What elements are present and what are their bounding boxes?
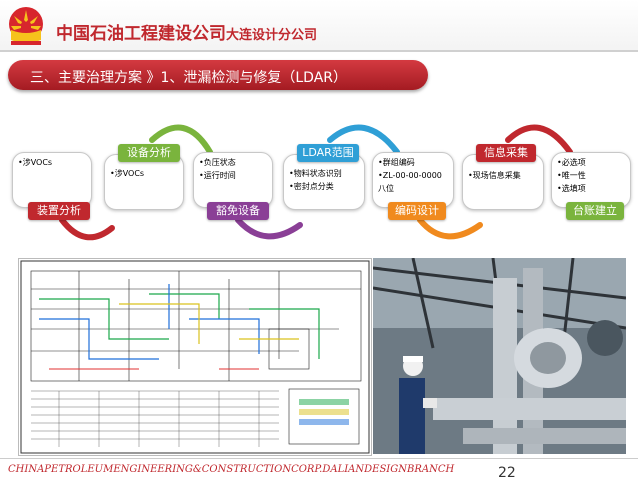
step-tag-3: 豁免设备: [207, 202, 269, 220]
step-tag-5: 编码设计: [388, 202, 446, 220]
company-name: 中国石油工程建设公司大连设计分公司: [56, 19, 317, 44]
header: 中国石油工程建设公司大连设计分公司: [0, 0, 638, 52]
ldar-process-flow: •涉VOCs 装置分析 •涉VOCs 设备分析 •负压状态 •运行时间 豁免设备…: [0, 110, 638, 260]
step-3-item-2: •运行时间: [199, 171, 236, 180]
step-2-item: •涉VOCs: [110, 169, 145, 178]
page-number: 22: [498, 465, 516, 481]
branch-name: 大连设计分公司: [226, 28, 318, 43]
step-box-5: •群组编码 •ZL-00-00-0000八位: [372, 152, 454, 208]
industrial-pipes-photo-icon: [373, 258, 626, 454]
step-4-item-2: •密封点分类: [289, 182, 334, 191]
arc-3: [235, 217, 303, 240]
footer-divider: [0, 458, 638, 459]
step-box-3: •负压状态 •运行时间: [193, 152, 273, 208]
step-box-7: •必选项 •唯一性 •选填项: [551, 152, 631, 208]
step-tag-6: 信息采集: [476, 144, 536, 162]
slide-title: 三、主要治理方案 》1、泄漏检测与修复（LDAR）: [30, 70, 347, 86]
flow-arcs: [59, 124, 573, 241]
header-divider: [0, 50, 638, 52]
arc-1: [59, 217, 115, 241]
step-box-6: •现场信息采集: [462, 154, 544, 210]
pid-drawing-image: [18, 258, 372, 456]
arc-5: [417, 217, 483, 240]
step-box-4: •物料状态识别 •密封点分类: [283, 154, 365, 210]
step-5-item-2: •ZL-00-00-0000八位: [378, 171, 442, 193]
step-tag-2: 设备分析: [118, 144, 180, 162]
step-tag-1: 装置分析: [28, 202, 90, 220]
step-7-item-3: •选填项: [557, 184, 586, 193]
step-1-item: •涉VOCs: [18, 158, 53, 167]
step-box-2: •涉VOCs: [104, 154, 184, 210]
arc-6: [505, 124, 573, 155]
step-tag-7: 台账建立: [566, 202, 624, 220]
step-4-item-1: •物料状态识别: [289, 169, 342, 178]
arc-4: [327, 124, 400, 155]
arc-2: [149, 124, 213, 155]
step-box-1: •涉VOCs: [12, 152, 92, 208]
step-tag-4: LDAR范围: [297, 144, 359, 162]
cnpc-logo-icon: [9, 7, 43, 45]
company-name-cn: 中国石油工程建设公司: [56, 24, 226, 44]
step-6-item: •现场信息采集: [468, 171, 521, 180]
site-inspection-photo: [373, 258, 626, 454]
slide-title-bar: 三、主要治理方案 》1、泄漏检测与修复（LDAR）: [8, 60, 428, 90]
image-row: [18, 258, 626, 456]
footer-company-en: CHINAPETROLEUMENGINEERING&CONSTRUCTIONCO…: [8, 464, 455, 475]
step-7-item-2: •唯一性: [557, 171, 586, 180]
step-7-item-1: •必选项: [557, 158, 586, 167]
step-5-item-1: •群组编码: [378, 158, 415, 167]
pid-drawing-icon: [20, 260, 370, 454]
step-3-item-1: •负压状态: [199, 158, 236, 167]
